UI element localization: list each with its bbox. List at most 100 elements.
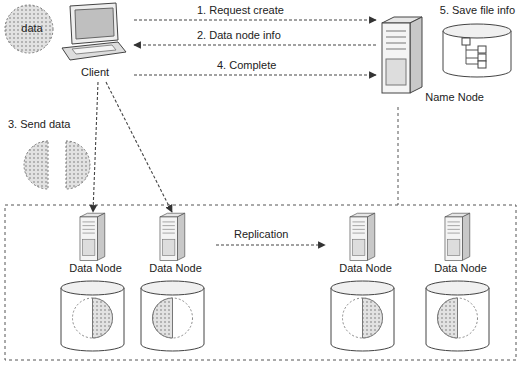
disk-icon xyxy=(61,281,124,351)
server-side xyxy=(410,17,422,93)
text-holder: Name Node xyxy=(425,91,484,104)
node-label: Data Node xyxy=(135,262,216,275)
data-node: Data Node xyxy=(420,212,501,357)
disk-body xyxy=(141,288,204,351)
text-holder: data xyxy=(4,22,60,35)
server-side xyxy=(367,213,374,260)
server-bay xyxy=(82,221,94,222)
edge-label: Replication xyxy=(232,228,290,241)
disk-top xyxy=(426,281,489,295)
edge-label: 4. Complete xyxy=(215,59,278,72)
server-bay xyxy=(162,229,174,230)
server-panel xyxy=(386,59,406,85)
cluster-region xyxy=(5,205,516,360)
server-bay xyxy=(386,49,406,50)
data-node-shape xyxy=(325,212,400,357)
server-icon xyxy=(382,17,422,93)
node-label: data xyxy=(4,22,60,35)
server-shape xyxy=(378,15,428,97)
server-icon xyxy=(445,213,470,260)
server-bay xyxy=(82,225,94,226)
text-holder: Data Node xyxy=(420,262,501,275)
flow-arrow xyxy=(134,74,376,75)
text-holder: Data Node xyxy=(325,262,406,275)
server-bay xyxy=(447,229,459,230)
block-outline xyxy=(73,298,113,338)
server-bay xyxy=(352,225,364,226)
disk-shape xyxy=(440,22,514,80)
flow-arrow xyxy=(106,82,172,212)
data-node: Data Node xyxy=(55,212,136,357)
data-block xyxy=(153,298,173,338)
server-panel xyxy=(447,239,459,255)
cluster-link xyxy=(398,107,399,205)
text-holder: 5. Save file info xyxy=(440,4,515,17)
client-node: Client xyxy=(56,0,134,82)
data-block xyxy=(438,298,458,338)
node-label: Client xyxy=(56,66,134,79)
node-label: Data Node xyxy=(420,262,501,275)
server-bay xyxy=(82,233,94,234)
server-icon xyxy=(160,213,185,260)
metadata-disk: 5. Save file info xyxy=(415,2,517,82)
server-bay xyxy=(386,43,406,44)
disk-icon xyxy=(331,281,394,351)
node-label: Data Node xyxy=(325,262,406,275)
server-bay xyxy=(162,221,174,222)
server-icon xyxy=(350,213,375,260)
laptop-base xyxy=(62,42,126,60)
server-panel xyxy=(162,239,174,255)
data-block xyxy=(93,298,113,338)
disk-top xyxy=(141,281,204,295)
flow-arrow xyxy=(93,82,98,212)
laptop-icon xyxy=(56,0,128,64)
flow-arrow xyxy=(134,19,376,20)
disk-top xyxy=(331,281,394,295)
flow-arrow xyxy=(134,44,376,45)
server-panel xyxy=(82,239,94,255)
disk-icon xyxy=(141,281,204,351)
data-node: Data Node xyxy=(135,212,216,357)
disk-body xyxy=(61,288,124,351)
server-side xyxy=(97,213,104,260)
node-label: 5. Save file info xyxy=(440,4,515,17)
data-block xyxy=(363,298,383,338)
data-node-shape xyxy=(135,212,210,357)
server-front xyxy=(445,217,462,260)
data-node-shape xyxy=(420,212,495,357)
server-front xyxy=(80,217,97,260)
server-bay xyxy=(447,221,459,222)
block-outline xyxy=(343,298,383,338)
server-bay xyxy=(162,233,174,234)
server-side xyxy=(462,213,469,260)
node-label: Data Node xyxy=(55,262,136,275)
data-block xyxy=(24,141,48,189)
server-bay xyxy=(386,31,406,32)
edge-label: 2. Data node info xyxy=(195,29,283,42)
disk-body xyxy=(426,288,489,351)
file-entry xyxy=(462,38,470,45)
block-outline xyxy=(438,298,478,338)
server-icon xyxy=(80,213,105,260)
file-entry xyxy=(478,61,486,68)
text-holder: Data Node xyxy=(55,262,136,275)
server-bay xyxy=(82,229,94,230)
server-bay xyxy=(352,229,364,230)
server-bay xyxy=(352,221,364,222)
file-entry xyxy=(478,46,486,53)
server-panel xyxy=(352,239,364,255)
node-label: Name Node xyxy=(425,91,484,104)
data-block xyxy=(66,141,90,189)
disk-body xyxy=(331,288,394,351)
server-front xyxy=(160,217,177,260)
server-bay xyxy=(352,233,364,234)
server-side xyxy=(177,213,184,260)
server-bay xyxy=(447,233,459,234)
flow-arrow xyxy=(216,244,325,245)
server-bay xyxy=(162,225,174,226)
laptop-keys xyxy=(72,45,116,54)
data-node-shape xyxy=(55,212,130,357)
disk-icon xyxy=(426,281,489,351)
text-holder: Data Node xyxy=(135,262,216,275)
server-front xyxy=(382,23,410,93)
